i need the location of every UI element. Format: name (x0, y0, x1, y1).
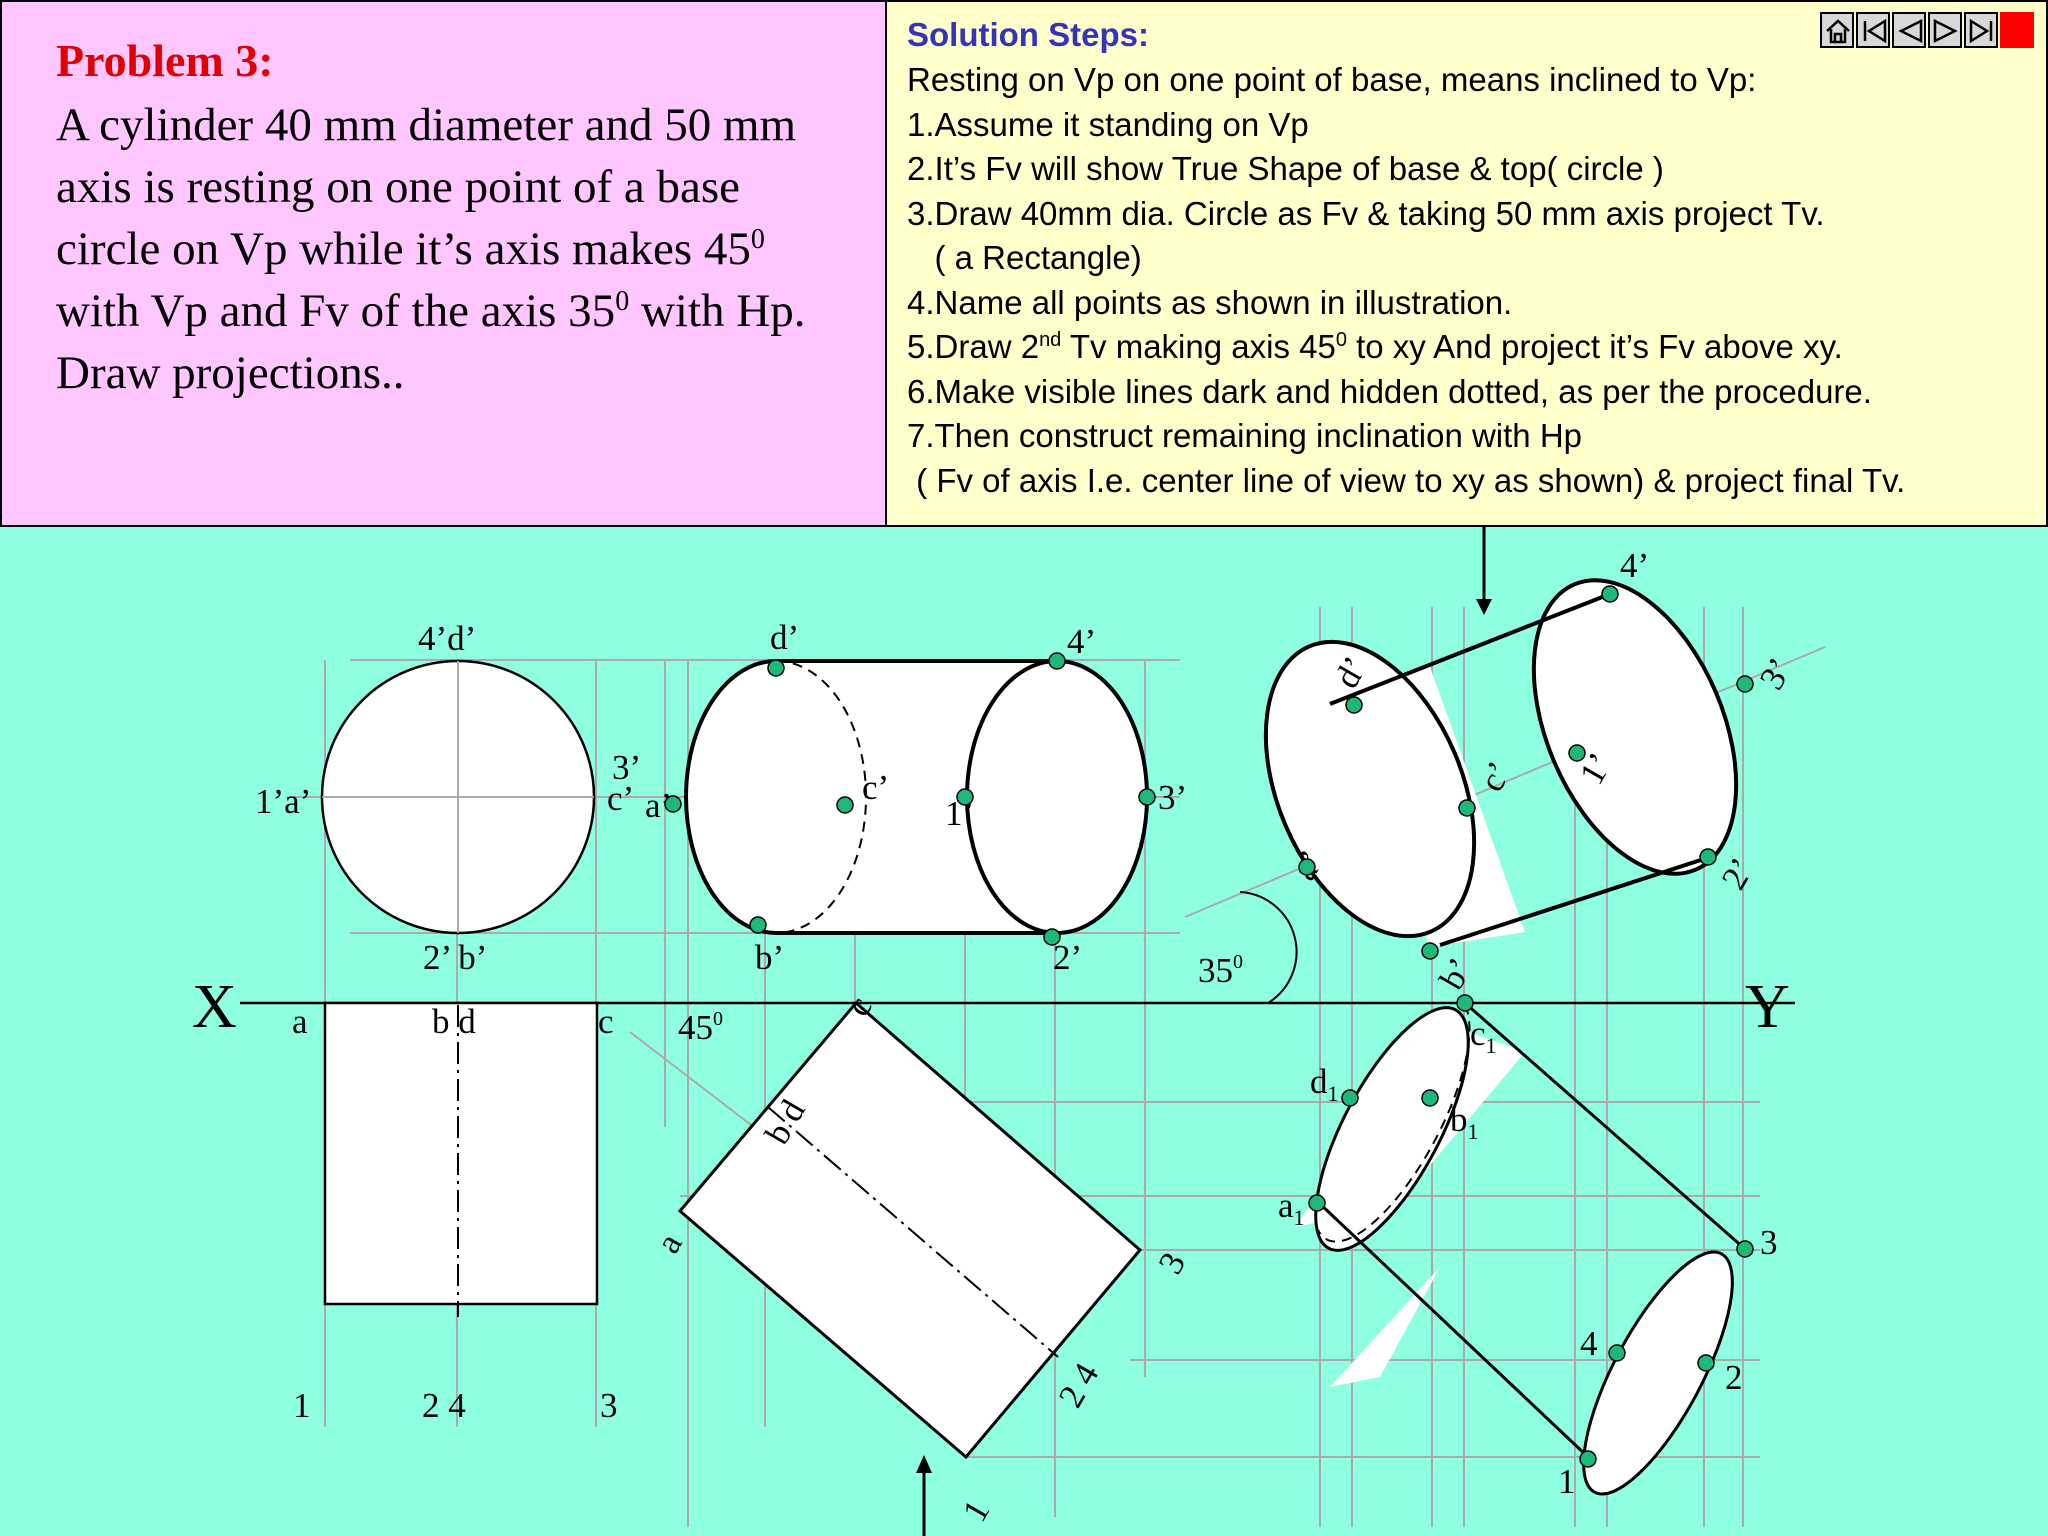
solution-title: Solution Steps: (907, 16, 1149, 53)
label-c-tv: c (598, 1002, 614, 1041)
slide-navigation-bar (1820, 12, 2034, 48)
label-1: 1 (293, 1386, 311, 1425)
problem-line: circle on Vp while it’s axis makes 450 (56, 223, 765, 275)
x-label: X (192, 973, 237, 1041)
label-22: 2’ (1053, 938, 1082, 977)
step-line: ( a Rectangle) (907, 239, 1142, 276)
step-line: 3.Draw 40mm dia. Circle as Fv & taking 5… (907, 194, 1825, 232)
label-d2: d’ (770, 618, 799, 657)
view-direction-arrow-bottom (916, 1455, 932, 1536)
label-3: 3’ (612, 748, 641, 787)
label-33: 3’ (1752, 651, 1800, 696)
home-button[interactable] (1820, 12, 1854, 48)
view-3-front-view (1263, 578, 1739, 947)
step-line: 5.Draw 2nd Tv making axis 450 to xy And … (907, 328, 1843, 365)
previous-slide-icon (1898, 18, 1923, 44)
step-line: ( Fv of axis I.e. center line of view to… (907, 461, 1906, 499)
step-line: 1.Assume it standing on Vp (907, 105, 1309, 143)
problem-line: A cylinder 40 mm diameter and 50 mm (56, 99, 797, 151)
label-4d: 4’d’ (418, 619, 476, 658)
label-1a: 1’a’ (255, 782, 311, 821)
label-43: 4’ (1620, 546, 1649, 585)
label-1-tv2: 1 (955, 1493, 998, 1528)
last-slide-button[interactable] (1964, 12, 1998, 48)
view-2-top-view (677, 1000, 1143, 1460)
stop-button[interactable] (2000, 12, 2034, 48)
label-a: a (292, 1002, 308, 1041)
y-label: Y (1745, 973, 1790, 1041)
label-c: c’ (607, 779, 634, 818)
problem-line: Draw projections.. (56, 347, 405, 399)
solution-panel: Solution Steps: Resting on Vp on one poi… (887, 0, 2048, 527)
label-c1: c1 (1470, 1014, 1497, 1058)
step-line: 7.Then construct remaining inclination w… (907, 417, 1583, 454)
label-32: 3’ (1158, 778, 1187, 817)
label-d1: d1 (1310, 1062, 1339, 1106)
step-line: 2.It’s Fv will show True Shape of base &… (907, 150, 1664, 187)
first-slide-button[interactable] (1856, 12, 1890, 48)
view-1-front-circle (320, 659, 596, 935)
label-3-tv: 3 (600, 1386, 618, 1425)
label-2b: 2’ b’ (423, 938, 487, 977)
step-line: 6.Make visible lines dark and hidden dot… (907, 372, 1872, 410)
view-direction-arrow-top (1476, 527, 1492, 615)
problem-line: with Vp and Fv of the axis 350 with Hp. (56, 285, 806, 337)
view-2-front-view (684, 659, 1149, 935)
previous-slide-button[interactable] (1892, 12, 1926, 48)
label-24-tv2: 2 4 (1051, 1357, 1107, 1414)
projection-drawing: X Y 4’d’ 1’a’ 3’ c’ 2’ b’ a b d c 1 2 4 … (192, 527, 1826, 1536)
label-b2: b’ (755, 938, 784, 977)
point-markers (664, 585, 1754, 1468)
label-angle-35: 350 (1198, 951, 1243, 990)
label-c2: c’ (862, 768, 889, 807)
problem-title: Problem 3: (56, 35, 274, 86)
label-23: 2’ (1714, 851, 1762, 896)
label-b3: b’ (1432, 951, 1480, 996)
label-angle-45: 450 (678, 1008, 723, 1047)
view-1-top-rectangle (323, 1001, 599, 1317)
label-3-tv3: 3 (1760, 1223, 1778, 1262)
label-42: 4’ (1067, 622, 1096, 661)
next-slide-icon (1933, 18, 1958, 44)
step-line: 4.Name all points as shown in illustrati… (907, 283, 1513, 321)
first-slide-icon (1863, 18, 1887, 44)
label-b1: b1 (1450, 1100, 1479, 1144)
last-slide-icon (1969, 18, 1993, 44)
label-24: 2 4 (422, 1386, 466, 1425)
degree-superscript: 0 (750, 224, 765, 255)
problem-panel: Problem 3: A cylinder 40 mm diameter and… (0, 0, 887, 527)
problem-statement: A cylinder 40 mm diameter and 50 mm axis… (56, 94, 886, 404)
problem-line: axis is resting on one point of a base (56, 161, 740, 213)
label-bd: b d (432, 1002, 476, 1041)
label-4-tv3: 4 (1580, 1324, 1598, 1363)
home-icon (1826, 19, 1850, 44)
label-1-tv3: 1 (1558, 1462, 1576, 1501)
solution-steps: Resting on Vp on one point of base, mean… (907, 58, 1905, 503)
angle-35-arc (1239, 891, 1298, 1004)
label-a-tv2: a (648, 1226, 690, 1259)
label-a1: a1 (1278, 1186, 1305, 1230)
label-2-tv3: 2 (1725, 1358, 1743, 1397)
degree-superscript: 0 (615, 286, 630, 317)
next-slide-button[interactable] (1928, 12, 1962, 48)
step-line: Resting on Vp on one point of base, mean… (907, 61, 1757, 98)
